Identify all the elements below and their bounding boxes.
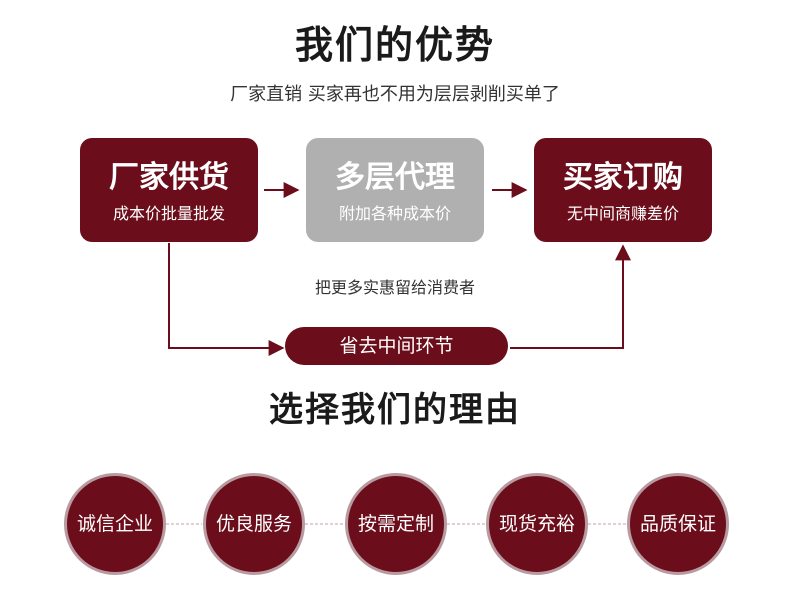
flow-box-desc: 无中间商赚差价	[566, 204, 679, 223]
reason-circle-service: 优良服务	[203, 473, 305, 575]
reason-circle-custom: 按需定制	[345, 473, 447, 575]
shortcut-pill: 省去中间环节	[285, 327, 508, 365]
shortcut-right-path	[510, 244, 631, 349]
flow-box-desc: 附加各种成本价	[338, 204, 451, 223]
reason-circle-integrity: 诚信企业	[64, 473, 166, 575]
flow-box-agents: 多层代理 附加各种成本价	[306, 138, 484, 242]
shortcut-left-path	[168, 243, 285, 356]
page-subtitle: 厂家直销 买家再也不用为层层剥削买单了	[230, 84, 560, 105]
page-title: 我们的优势	[294, 23, 495, 67]
flow-box-desc: 成本价批量批发	[112, 204, 225, 223]
flow-box-title: 多层代理	[335, 160, 455, 195]
reason-circle-stock: 现货充裕	[486, 473, 588, 575]
reason-circle-quality: 品质保证	[627, 473, 729, 575]
flow-note: 把更多实惠留给消费者	[314, 278, 475, 297]
flow-box-factory: 厂家供货 成本价批量批发	[80, 138, 258, 242]
flow-box-buyer: 买家订购 无中间商赚差价	[534, 138, 712, 242]
flow-box-title: 买家订购	[563, 160, 683, 195]
reasons-title: 选择我们的理由	[269, 390, 521, 430]
flow-box-title: 厂家供货	[109, 160, 229, 195]
